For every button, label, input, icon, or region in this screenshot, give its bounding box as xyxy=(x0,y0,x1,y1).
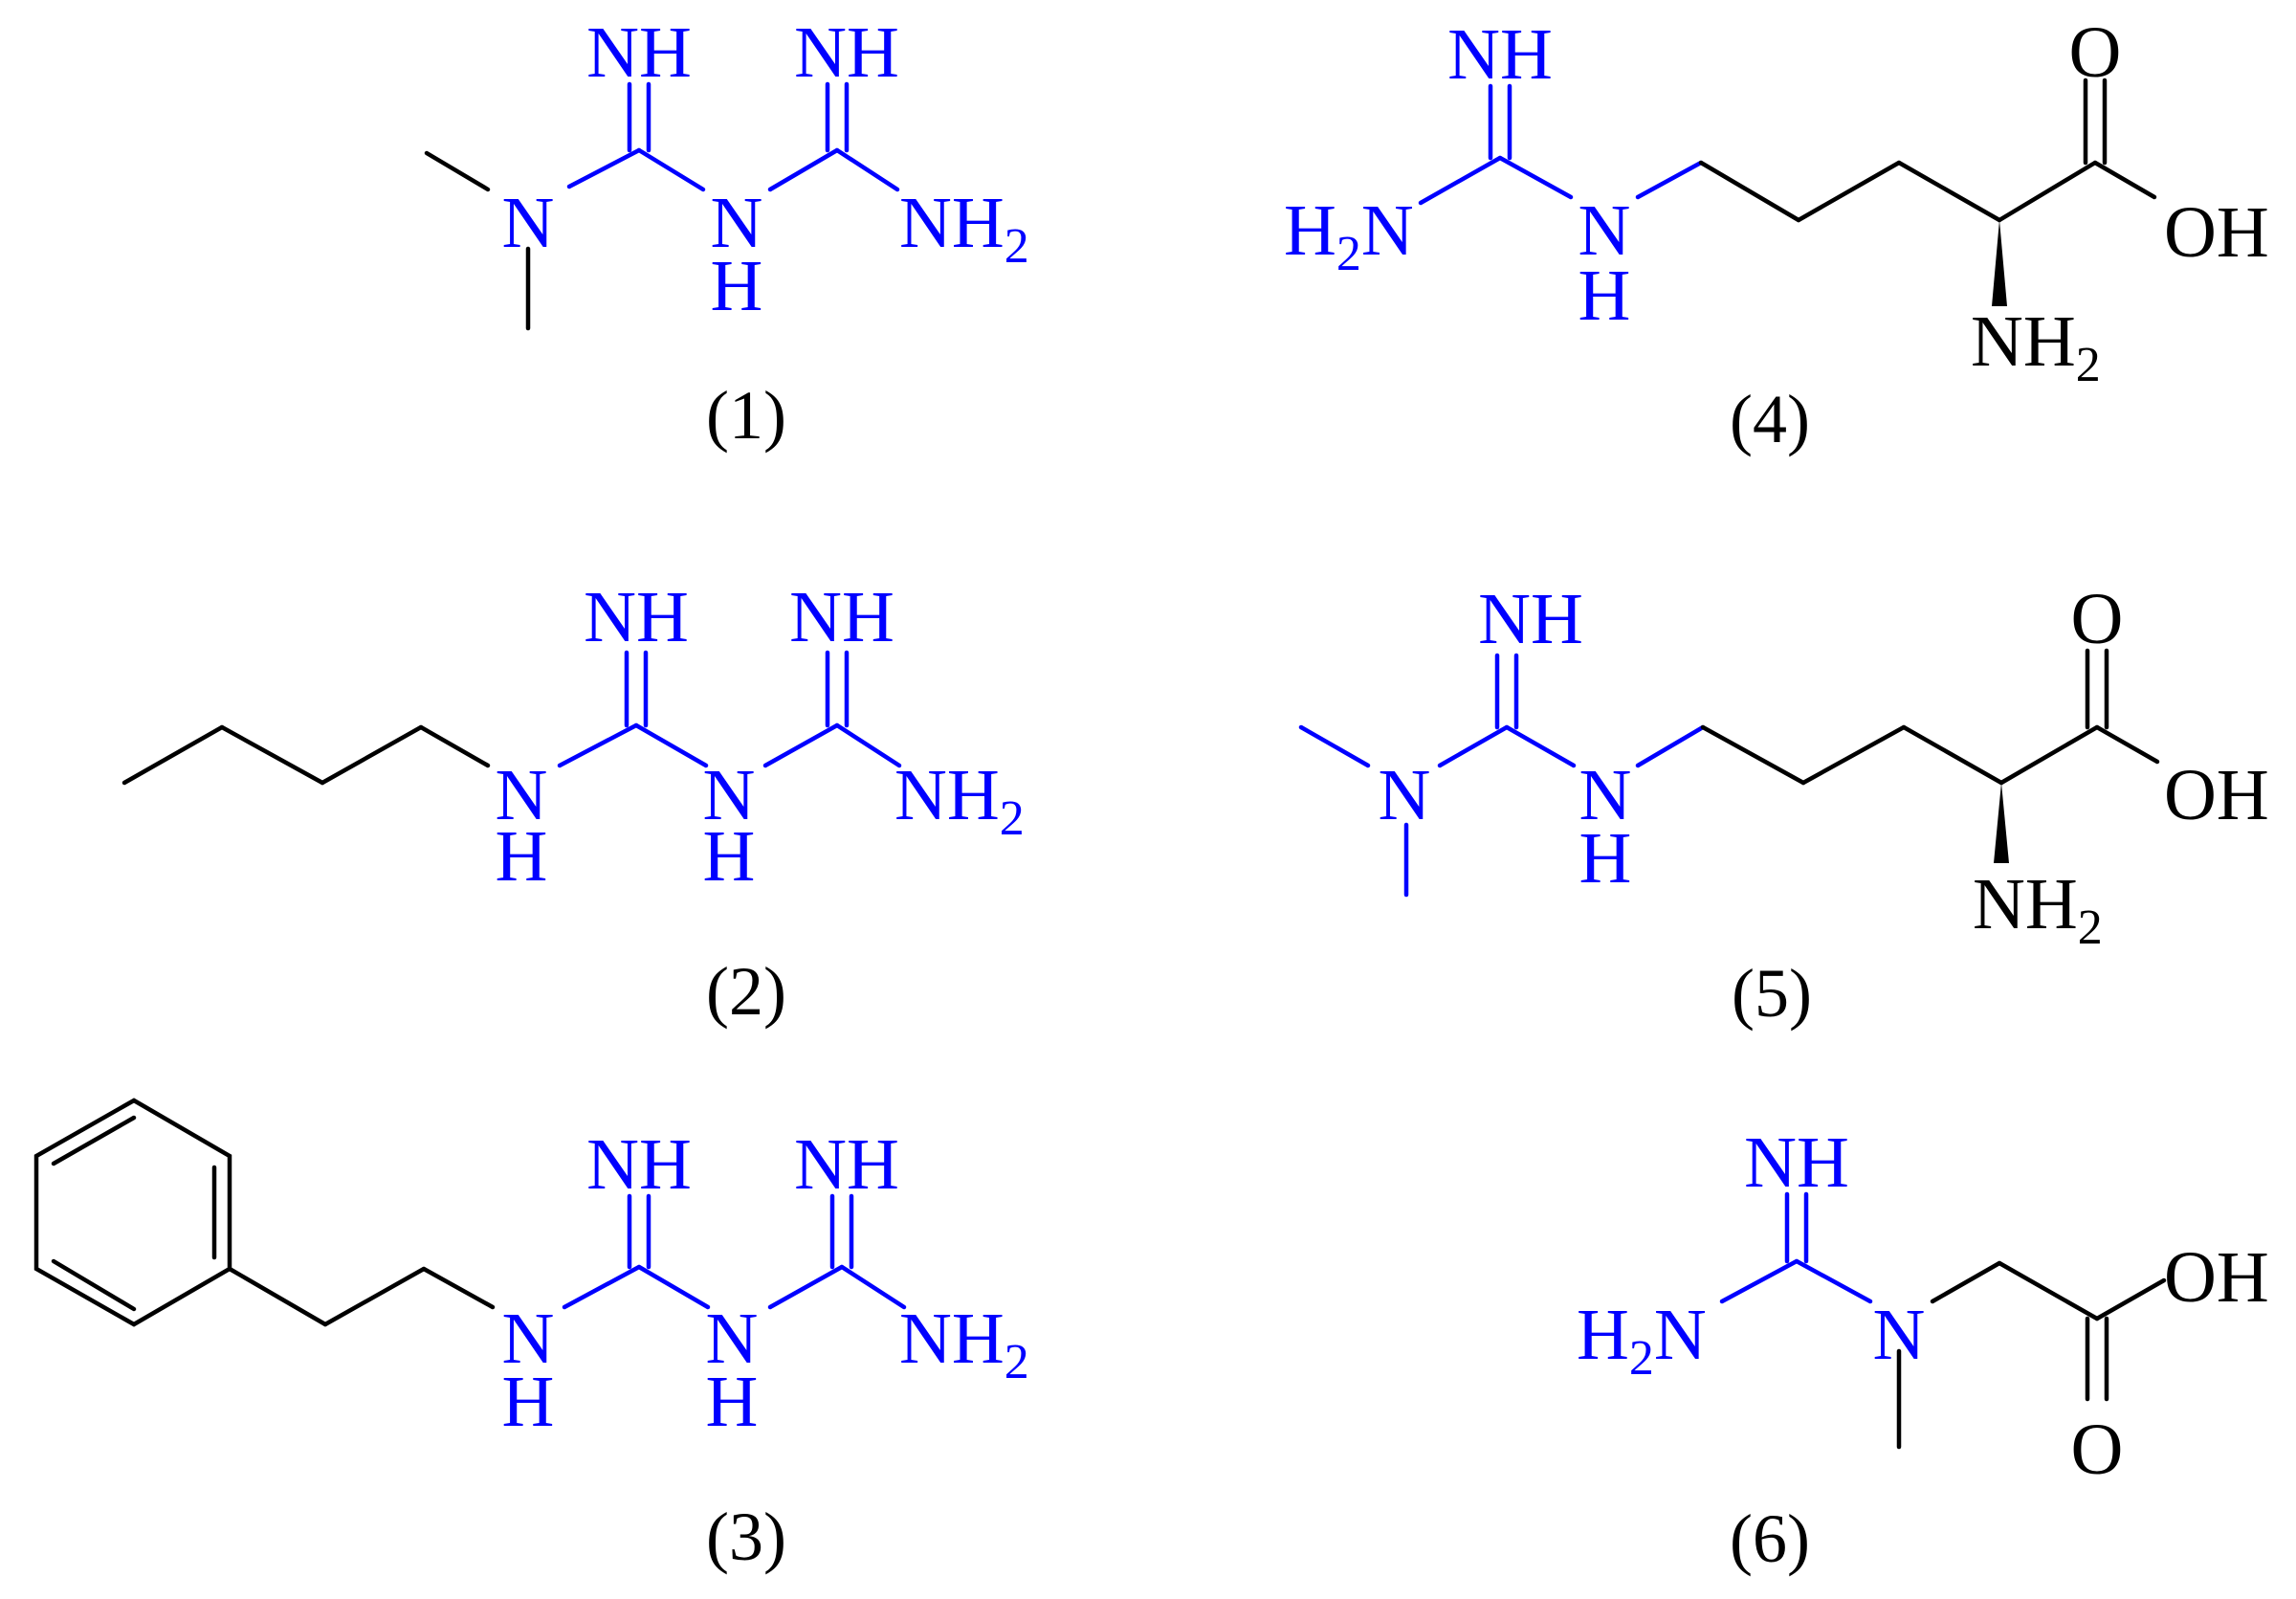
compound-1-caption: (1) xyxy=(706,377,786,454)
compound-3: NH NH N H N H NH2 (3) xyxy=(33,1098,1029,1575)
compound-4-alpha-nh2: NH2 xyxy=(1971,301,2101,392)
compound-3-caption: (3) xyxy=(706,1499,786,1575)
compound-2-n2: N xyxy=(703,755,756,835)
compound-4-hydroxyl-oh: OH xyxy=(2164,192,2269,273)
compound-6-hydroxyl-oh: OH xyxy=(2164,1237,2269,1318)
compound-3-h1: H xyxy=(502,1362,555,1442)
compound-3-terminal-nh2: NH2 xyxy=(899,1299,1029,1389)
compound-5-carbonyl-o: O xyxy=(2071,579,2124,659)
compound-6-carbonyl-o: O xyxy=(2071,1410,2124,1490)
compound-3-black-bonds xyxy=(33,1098,496,1327)
compound-1-black-bonds xyxy=(424,150,531,331)
compound-1-imine-nh-right: NH xyxy=(794,12,899,93)
compound-4: NH H2N N H O OH NH2 (4) xyxy=(1284,12,2269,457)
compound-4-n: N xyxy=(1578,190,1631,271)
compound-6-h2n: H2N xyxy=(1577,1295,1707,1386)
compound-6-blue-bonds xyxy=(1719,1191,1873,1304)
compound-2-imine-nh-right: NH xyxy=(789,577,894,657)
compound-1: NH NH N N H NH2 (1) xyxy=(424,12,1029,454)
compound-5-dimethyl-n: N xyxy=(1379,755,1431,835)
compound-6-black-bonds xyxy=(1896,1260,2167,1450)
compound-1-blue-bonds xyxy=(566,81,900,192)
compound-5-alpha-nh2: NH2 xyxy=(1973,864,2103,955)
compound-3-n2: N xyxy=(706,1299,759,1379)
compound-2-black-bonds xyxy=(121,724,491,786)
compound-1-bridge-h: H xyxy=(711,246,763,326)
compound-5-n: N xyxy=(1579,755,1632,835)
compound-6: NH H2N N OH O (6) xyxy=(1577,1122,2269,1577)
compound-6-imine-nh: NH xyxy=(1744,1122,1849,1203)
compound-4-imine-nh: NH xyxy=(1447,14,1553,95)
compound-5-h: H xyxy=(1579,818,1632,899)
compound-3-n1: N xyxy=(502,1299,555,1379)
compound-3-imine-nh-right: NH xyxy=(794,1124,899,1205)
compound-2-h2: H xyxy=(703,816,756,897)
compound-3-blue-bonds xyxy=(562,1193,907,1310)
compound-5-wedge-bond xyxy=(1994,783,2009,863)
compound-4-h: H xyxy=(1578,255,1631,336)
compound-2-terminal-nh2: NH2 xyxy=(894,755,1025,846)
compound-5-black-bonds xyxy=(1700,648,2160,786)
compound-2-imine-nh-left: NH xyxy=(584,577,689,657)
compound-5-hydroxyl-oh: OH xyxy=(2164,755,2269,835)
compound-2-n1: N xyxy=(496,755,548,835)
compound-1-dimethyl-n: N xyxy=(502,183,555,263)
compound-4-wedge-bond xyxy=(1992,220,2007,306)
compound-3-h2: H xyxy=(706,1362,759,1442)
compound-1-bridge-n: N xyxy=(711,183,763,263)
compound-1-imine-nh-left: NH xyxy=(586,12,692,93)
compound-4-black-bonds xyxy=(1698,78,2157,223)
compound-5-blue-bonds xyxy=(1298,653,1706,898)
compound-6-caption: (6) xyxy=(1730,1500,1810,1577)
compound-4-caption: (4) xyxy=(1730,381,1810,457)
compound-4-h2n: H2N xyxy=(1284,190,1414,281)
compound-2-h1: H xyxy=(496,816,548,897)
compound-4-carbonyl-o: O xyxy=(2069,12,2122,93)
compound-2: NH NH N H N H NH2 (2) xyxy=(121,577,1025,1030)
compound-2-caption: (2) xyxy=(706,953,786,1030)
compound-3-imine-nh-left: NH xyxy=(586,1124,692,1205)
compound-2-blue-bonds xyxy=(557,650,902,768)
compound-6-n: N xyxy=(1873,1295,1926,1375)
compound-1-terminal-nh2: NH2 xyxy=(899,183,1029,274)
compound-5-caption: (5) xyxy=(1732,955,1812,1032)
compound-5: NH N N H O OH NH2 (5) xyxy=(1298,579,2269,1032)
compound-4-blue-bonds xyxy=(1418,83,1704,206)
compound-5-imine-nh: NH xyxy=(1478,579,1583,659)
